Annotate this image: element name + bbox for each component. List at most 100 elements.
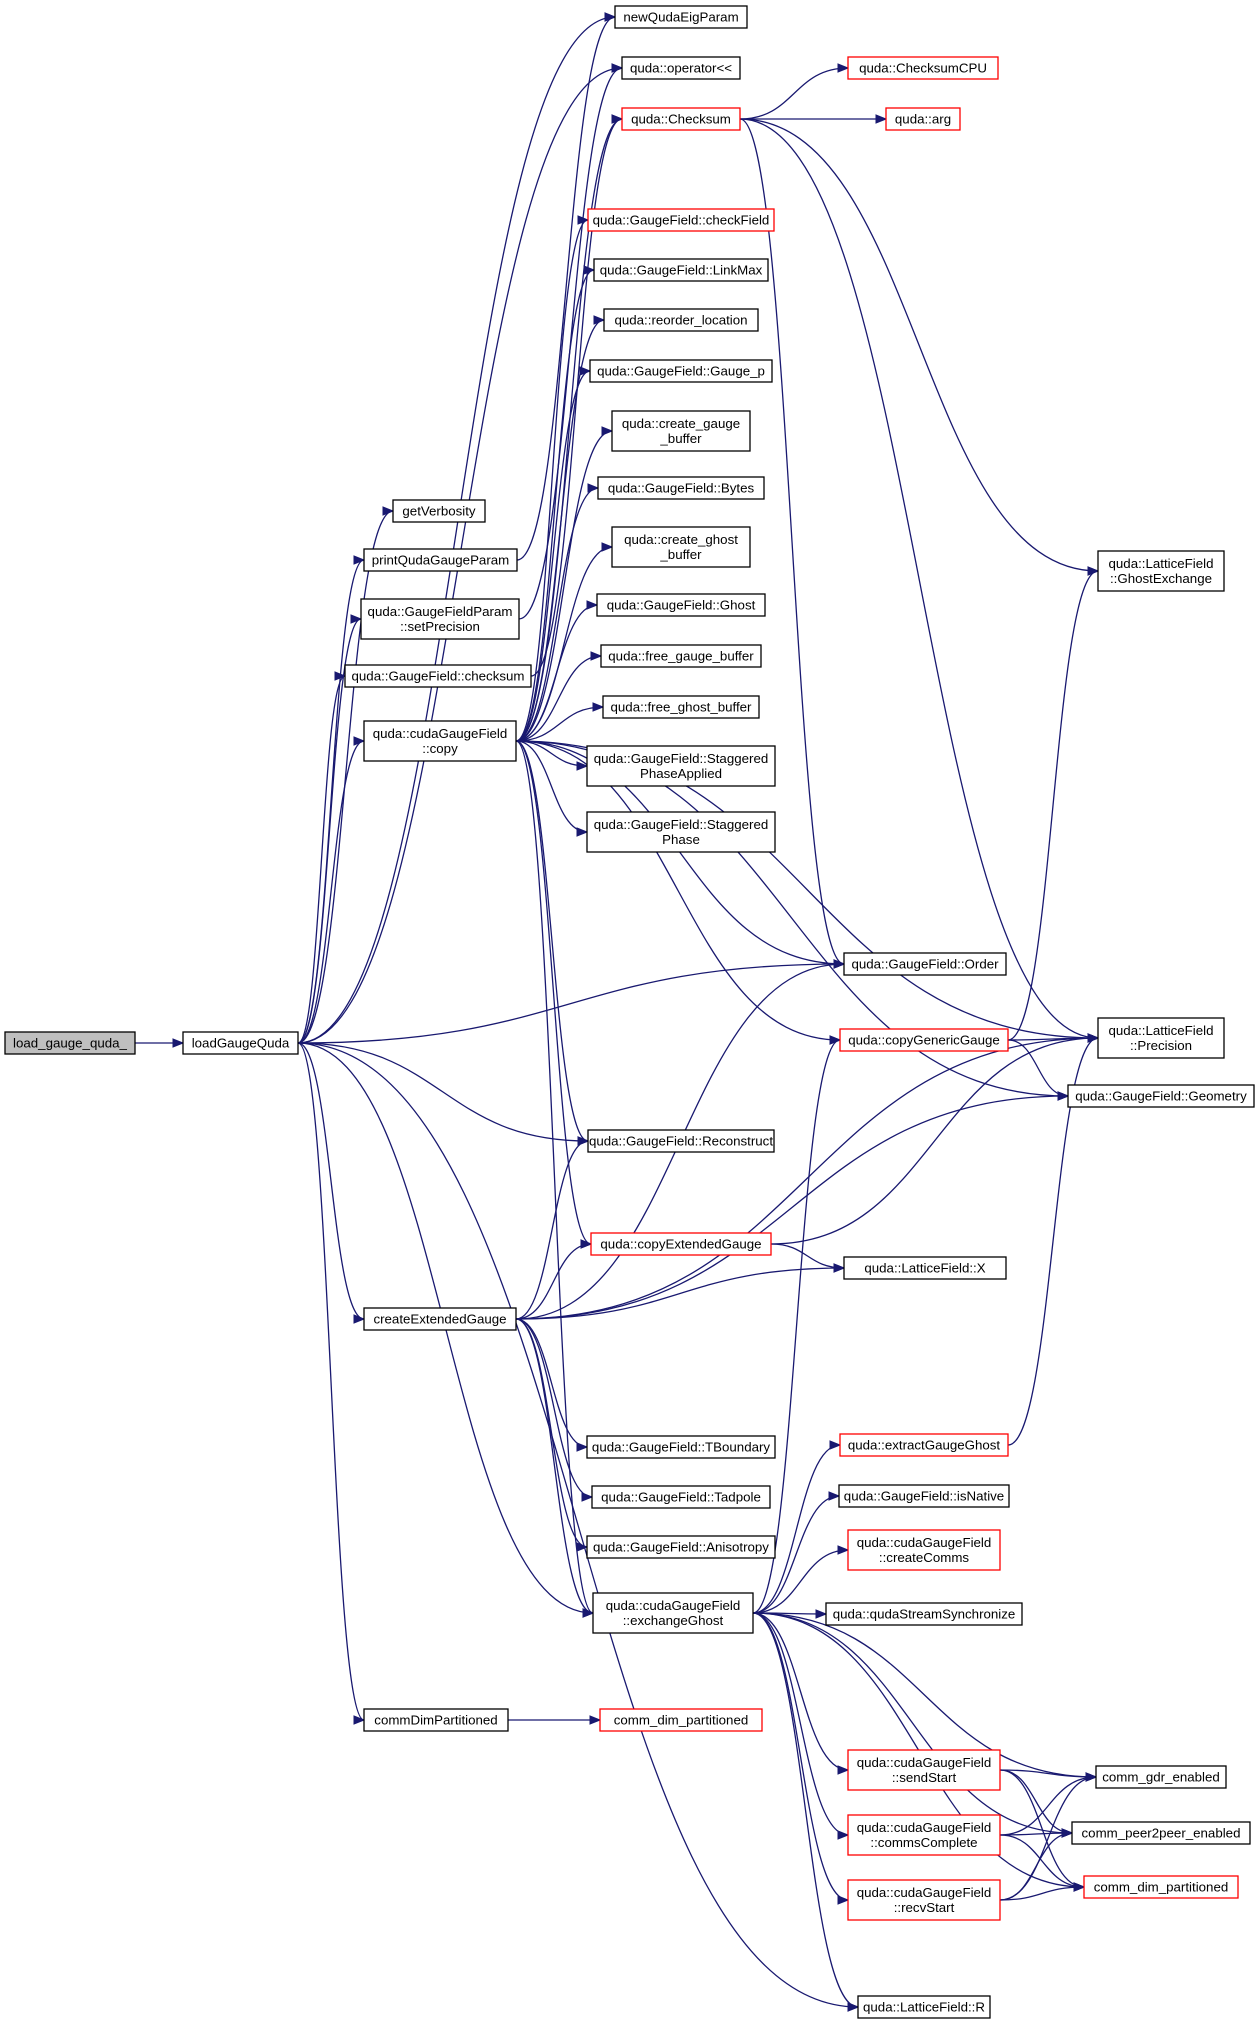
node-box bbox=[586, 1435, 776, 1459]
node-quda-copygenericgauge[interactable]: quda::copyGenericGauge bbox=[839, 1028, 1009, 1052]
node-comm-peer2peer-enabled[interactable]: comm_peer2peer_enabled bbox=[1071, 1821, 1251, 1845]
node-quda-qudastreamsynchronize[interactable]: quda::qudaStreamSynchronize bbox=[825, 1602, 1023, 1626]
node-quda-latticefield-precision[interactable]: quda::LatticeField::Precision bbox=[1097, 1017, 1225, 1059]
node-quda-free-ghost-buffer[interactable]: quda::free_ghost_buffer bbox=[602, 695, 760, 719]
node-quda-free-gauge-buffer[interactable]: quda::free_gauge_buffer bbox=[600, 644, 762, 668]
node-label: quda::GaugeField::Reconstruct bbox=[589, 1134, 773, 1149]
node-quda-gaugefield-gauge-p[interactable]: quda::GaugeField::Gauge_p bbox=[589, 359, 773, 383]
node-quda-latticefield-r[interactable]: quda::LatticeField::R bbox=[857, 1995, 991, 2019]
node-loadgaugequda[interactable]: loadGaugeQuda bbox=[182, 1031, 299, 1055]
node-quda-cudagaugefield-createcomms[interactable]: quda::cudaGaugeField::createComms bbox=[847, 1529, 1001, 1571]
node-quda-cudagaugefield-copy[interactable]: quda::cudaGaugeField::copy bbox=[363, 720, 517, 762]
edge-n26-to-n35 bbox=[770, 1243, 846, 1273]
node-quda-latticefield-x[interactable]: quda::LatticeField::X bbox=[843, 1256, 1007, 1280]
node-label: quda::GaugeField::checkField bbox=[593, 213, 770, 228]
edge-n7-to-n8 bbox=[515, 1318, 595, 1618]
node-getverbosity[interactable]: getVerbosity bbox=[392, 499, 486, 523]
node-quda-cudagaugefield-commscomplete[interactable]: quda::cudaGaugeField::commsComplete bbox=[847, 1814, 1001, 1856]
node-quda-extractgaugeghost[interactable]: quda::extractGaugeGhost bbox=[839, 1433, 1009, 1457]
edge-n6-to-n8 bbox=[515, 740, 595, 1618]
arrowhead-icon bbox=[580, 1239, 593, 1249]
node-label: quda::cudaGaugeField bbox=[857, 1885, 992, 1900]
node-box bbox=[1071, 1821, 1251, 1845]
edge-n12-to-n31 bbox=[739, 63, 850, 120]
node-box bbox=[838, 1484, 1010, 1508]
node-comm-gdr-enabled[interactable]: comm_gdr_enabled bbox=[1095, 1765, 1227, 1789]
node-quda-gaugefield-checkfield[interactable]: quda::GaugeField::checkField bbox=[587, 208, 775, 232]
node-label: ::Precision bbox=[1130, 1038, 1192, 1053]
node-quda-gaugefield-order[interactable]: quda::GaugeField::Order bbox=[843, 952, 1007, 976]
node-quda-cudagaugefield-exchangeghost[interactable]: quda::cudaGaugeField::exchangeGhost bbox=[592, 1592, 754, 1634]
edge-n6-to-n14 bbox=[515, 265, 596, 742]
edge-line bbox=[515, 487, 599, 742]
node-box bbox=[363, 1307, 517, 1331]
node-quda-checksumcpu[interactable]: quda::ChecksumCPU bbox=[847, 56, 999, 80]
node-quda-create-gauge-buffer[interactable]: quda::create_gauge_buffer bbox=[611, 410, 751, 452]
node-comm-dim-partitioned[interactable]: comm_dim_partitioned bbox=[599, 1708, 763, 1732]
arrowhead-icon bbox=[833, 1263, 846, 1273]
edge-line bbox=[1007, 1037, 1099, 1041]
node-quda-cudagaugefield-sendstart[interactable]: quda::cudaGaugeField::sendStart bbox=[847, 1749, 1001, 1791]
node-quda-gaugefield-tadpole[interactable]: quda::GaugeField::Tadpole bbox=[591, 1485, 771, 1509]
node-label: quda::cudaGaugeField bbox=[606, 1598, 741, 1613]
node-quda-gaugefield-reconstruct[interactable]: quda::GaugeField::Reconstruct bbox=[587, 1129, 775, 1153]
node-box bbox=[592, 1592, 754, 1634]
edge-line bbox=[999, 1769, 1097, 1778]
node-quda-copyextendedgauge[interactable]: quda::copyExtendedGauge bbox=[590, 1232, 772, 1256]
arrowhead-icon bbox=[837, 1765, 850, 1775]
node-label: ::commsComplete bbox=[870, 1835, 977, 1850]
arrowhead-icon bbox=[1057, 1091, 1070, 1101]
edge-n1-to-n2 bbox=[297, 506, 395, 1044]
node-newqudaeigparam[interactable]: newQudaEigParam bbox=[614, 5, 748, 29]
node-createextendedgauge[interactable]: createExtendedGauge bbox=[363, 1307, 517, 1331]
node-quda-latticefield-ghostexchange[interactable]: quda::LatticeField::GhostExchange bbox=[1097, 550, 1225, 592]
edge-line bbox=[999, 1769, 1073, 1834]
node-quda-checksum[interactable]: quda::Checksum bbox=[621, 107, 741, 131]
edge-line bbox=[739, 118, 1099, 1039]
node-box bbox=[602, 695, 760, 719]
arrowhead-icon bbox=[815, 1609, 828, 1619]
edge-n42-to-n49 bbox=[999, 1882, 1086, 1901]
node-quda-create-ghost-buffer[interactable]: quda::create_ghost_buffer bbox=[611, 526, 751, 568]
edge-line bbox=[515, 1095, 1069, 1320]
node-quda-gaugefield-bytes[interactable]: quda::GaugeField::Bytes bbox=[597, 476, 765, 500]
node-quda-cudagaugefield-recvstart[interactable]: quda::cudaGaugeField::recvStart bbox=[847, 1879, 1001, 1921]
edge-n7-to-n26 bbox=[515, 1239, 593, 1320]
node-label: createExtendedGauge bbox=[373, 1312, 506, 1327]
node-quda-operator[interactable]: quda::operator<< bbox=[621, 56, 741, 80]
arrowhead-icon bbox=[577, 215, 590, 225]
node-printqudagaugeparam[interactable]: printQudaGaugeParam bbox=[363, 548, 518, 572]
node-label: ::sendStart bbox=[892, 1770, 957, 1785]
node-quda-gaugefield-tboundary[interactable]: quda::GaugeField::TBoundary bbox=[586, 1435, 776, 1459]
arrowhead-icon bbox=[582, 1608, 595, 1618]
arrowhead-icon bbox=[847, 2002, 860, 2012]
node-quda-gaugefieldparam-setprecision[interactable]: quda::GaugeFieldParam::setPrecision bbox=[360, 598, 520, 640]
arrowhead-icon bbox=[593, 315, 606, 325]
node-label: quda::copyGenericGauge bbox=[848, 1033, 1000, 1048]
node-quda-gaugefield-isnative[interactable]: quda::GaugeField::isNative bbox=[838, 1484, 1010, 1508]
node-quda-reorder-location[interactable]: quda::reorder_location bbox=[603, 308, 759, 332]
node-box bbox=[1097, 1017, 1225, 1059]
node-label: Phase bbox=[662, 832, 700, 847]
edge-line bbox=[999, 1769, 1085, 1888]
node-box bbox=[596, 593, 766, 617]
node-commdimpartitioned[interactable]: commDimPartitioned bbox=[363, 1708, 509, 1732]
edge-n1-to-n3 bbox=[297, 555, 366, 1044]
node-comm-dim-partitioned[interactable]: comm_dim_partitioned bbox=[1083, 1875, 1239, 1899]
node-quda-gaugefield-anisotropy[interactable]: quda::GaugeField::Anisotropy bbox=[586, 1535, 776, 1559]
node-quda-gaugefield-ghost[interactable]: quda::GaugeField::Ghost bbox=[596, 593, 766, 617]
arrowhead-icon bbox=[1087, 1033, 1100, 1043]
node-quda-gaugefield-checksum[interactable]: quda::GaugeField::checksum bbox=[344, 664, 532, 688]
node-box bbox=[1067, 1084, 1255, 1108]
arrowhead-icon bbox=[601, 542, 614, 552]
arrowhead-icon bbox=[829, 1440, 842, 1450]
graph-nodes: load_gauge_quda_loadGaugeQudagetVerbosit… bbox=[4, 5, 1255, 2019]
node-quda-gaugefield-geometry[interactable]: quda::GaugeField::Geometry bbox=[1067, 1084, 1255, 1108]
node-quda-arg[interactable]: quda::arg bbox=[885, 107, 961, 131]
arrowhead-icon bbox=[353, 736, 366, 746]
node-quda-gaugefield-linkmax[interactable]: quda::GaugeField::LinkMax bbox=[593, 258, 769, 282]
node-label: quda::GaugeField::Ghost bbox=[607, 598, 756, 613]
node-box bbox=[857, 1995, 991, 2019]
